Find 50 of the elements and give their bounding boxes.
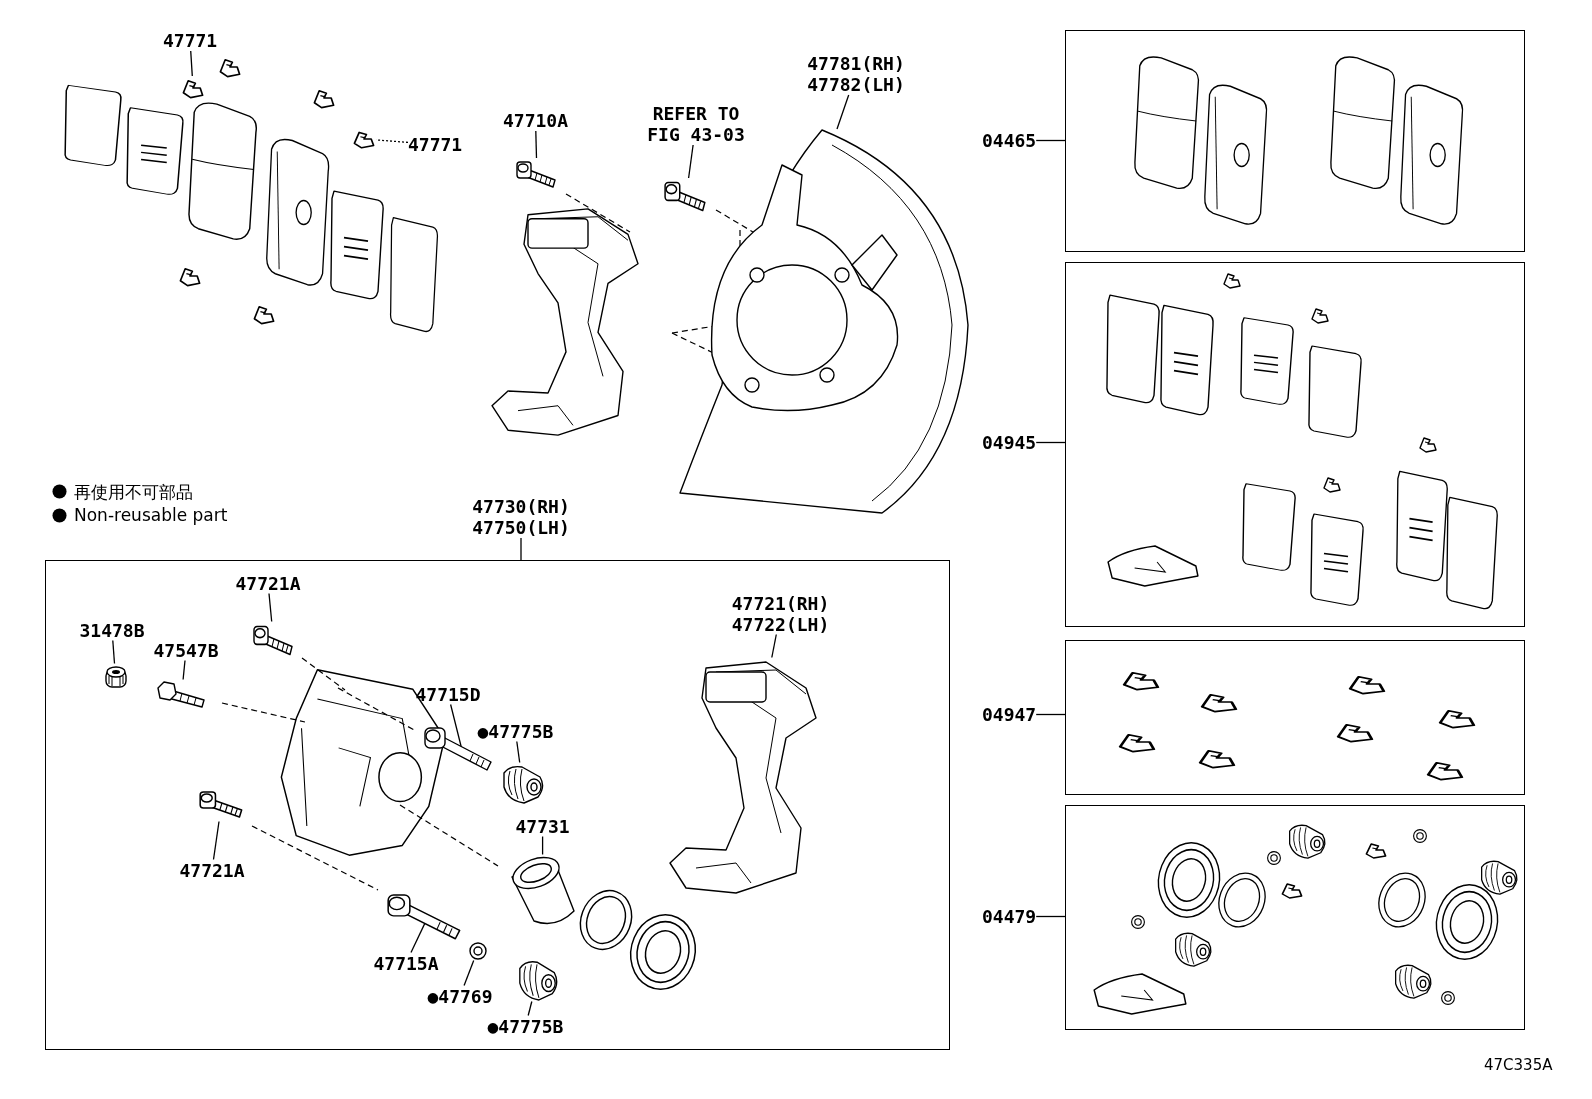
kit-frame: [1065, 805, 1525, 1030]
part-number: 31478B: [79, 619, 145, 641]
part-number: 47721A: [235, 572, 301, 594]
part-number: 04945: [982, 432, 1037, 453]
leader-line: [182, 659, 186, 681]
legend-text: 再使用不可部品: [74, 481, 193, 504]
cap-drawing: [102, 663, 129, 690]
part-number: REFER TO FIG 43-03: [640, 103, 752, 145]
kit-frame: [1065, 30, 1525, 252]
part-number: 47547B: [153, 639, 219, 661]
part-number: 47715D: [415, 683, 481, 705]
part-number: 47781(RH) 47782(LH): [800, 53, 912, 95]
leader-line: [771, 633, 777, 659]
part-number: 47730(RH) 47750(LH): [465, 496, 577, 538]
leader-line: [836, 94, 850, 130]
leader-line: [535, 130, 538, 159]
leader-line: [516, 740, 521, 764]
assembly-frame: [45, 560, 950, 1050]
ring-drawing: [467, 940, 488, 961]
part-number: ●47769: [427, 985, 493, 1007]
part-number: 47731: [515, 815, 570, 837]
part-number: 47771: [408, 134, 463, 155]
leader-line: [1035, 441, 1066, 444]
part-number: 47721(RH) 47722(LH): [724, 592, 837, 635]
kit-frame: [1065, 262, 1525, 627]
leader-line: [268, 592, 273, 623]
leader-line: [212, 820, 220, 861]
leader-line: [527, 1000, 533, 1017]
leader-line: [1035, 915, 1066, 918]
leader-line: [541, 835, 544, 856]
drawing-number: 47C335A: [1484, 1056, 1553, 1074]
part-number: 47721A: [179, 859, 245, 881]
leader-line: [375, 139, 409, 144]
leader-line: [1035, 139, 1066, 142]
part-number: 04947: [982, 704, 1037, 725]
leader-line: [520, 537, 522, 561]
part-number: ●47775B: [487, 1015, 564, 1037]
part-number: 47771: [163, 30, 218, 51]
leader-line: [463, 959, 475, 987]
part-number: 47710A: [503, 110, 569, 131]
part-number: 04479: [982, 906, 1037, 927]
leader-line: [190, 50, 193, 77]
part-number: 04465: [982, 130, 1037, 151]
legend-text: Non-reusable part: [74, 505, 228, 525]
kit-frame: [1065, 640, 1525, 795]
leader-line: [687, 144, 694, 179]
part-number: 47715A: [373, 952, 439, 974]
leader-line: [112, 639, 116, 665]
leader-line: [1035, 713, 1066, 716]
part-number: ●47775B: [477, 720, 554, 742]
